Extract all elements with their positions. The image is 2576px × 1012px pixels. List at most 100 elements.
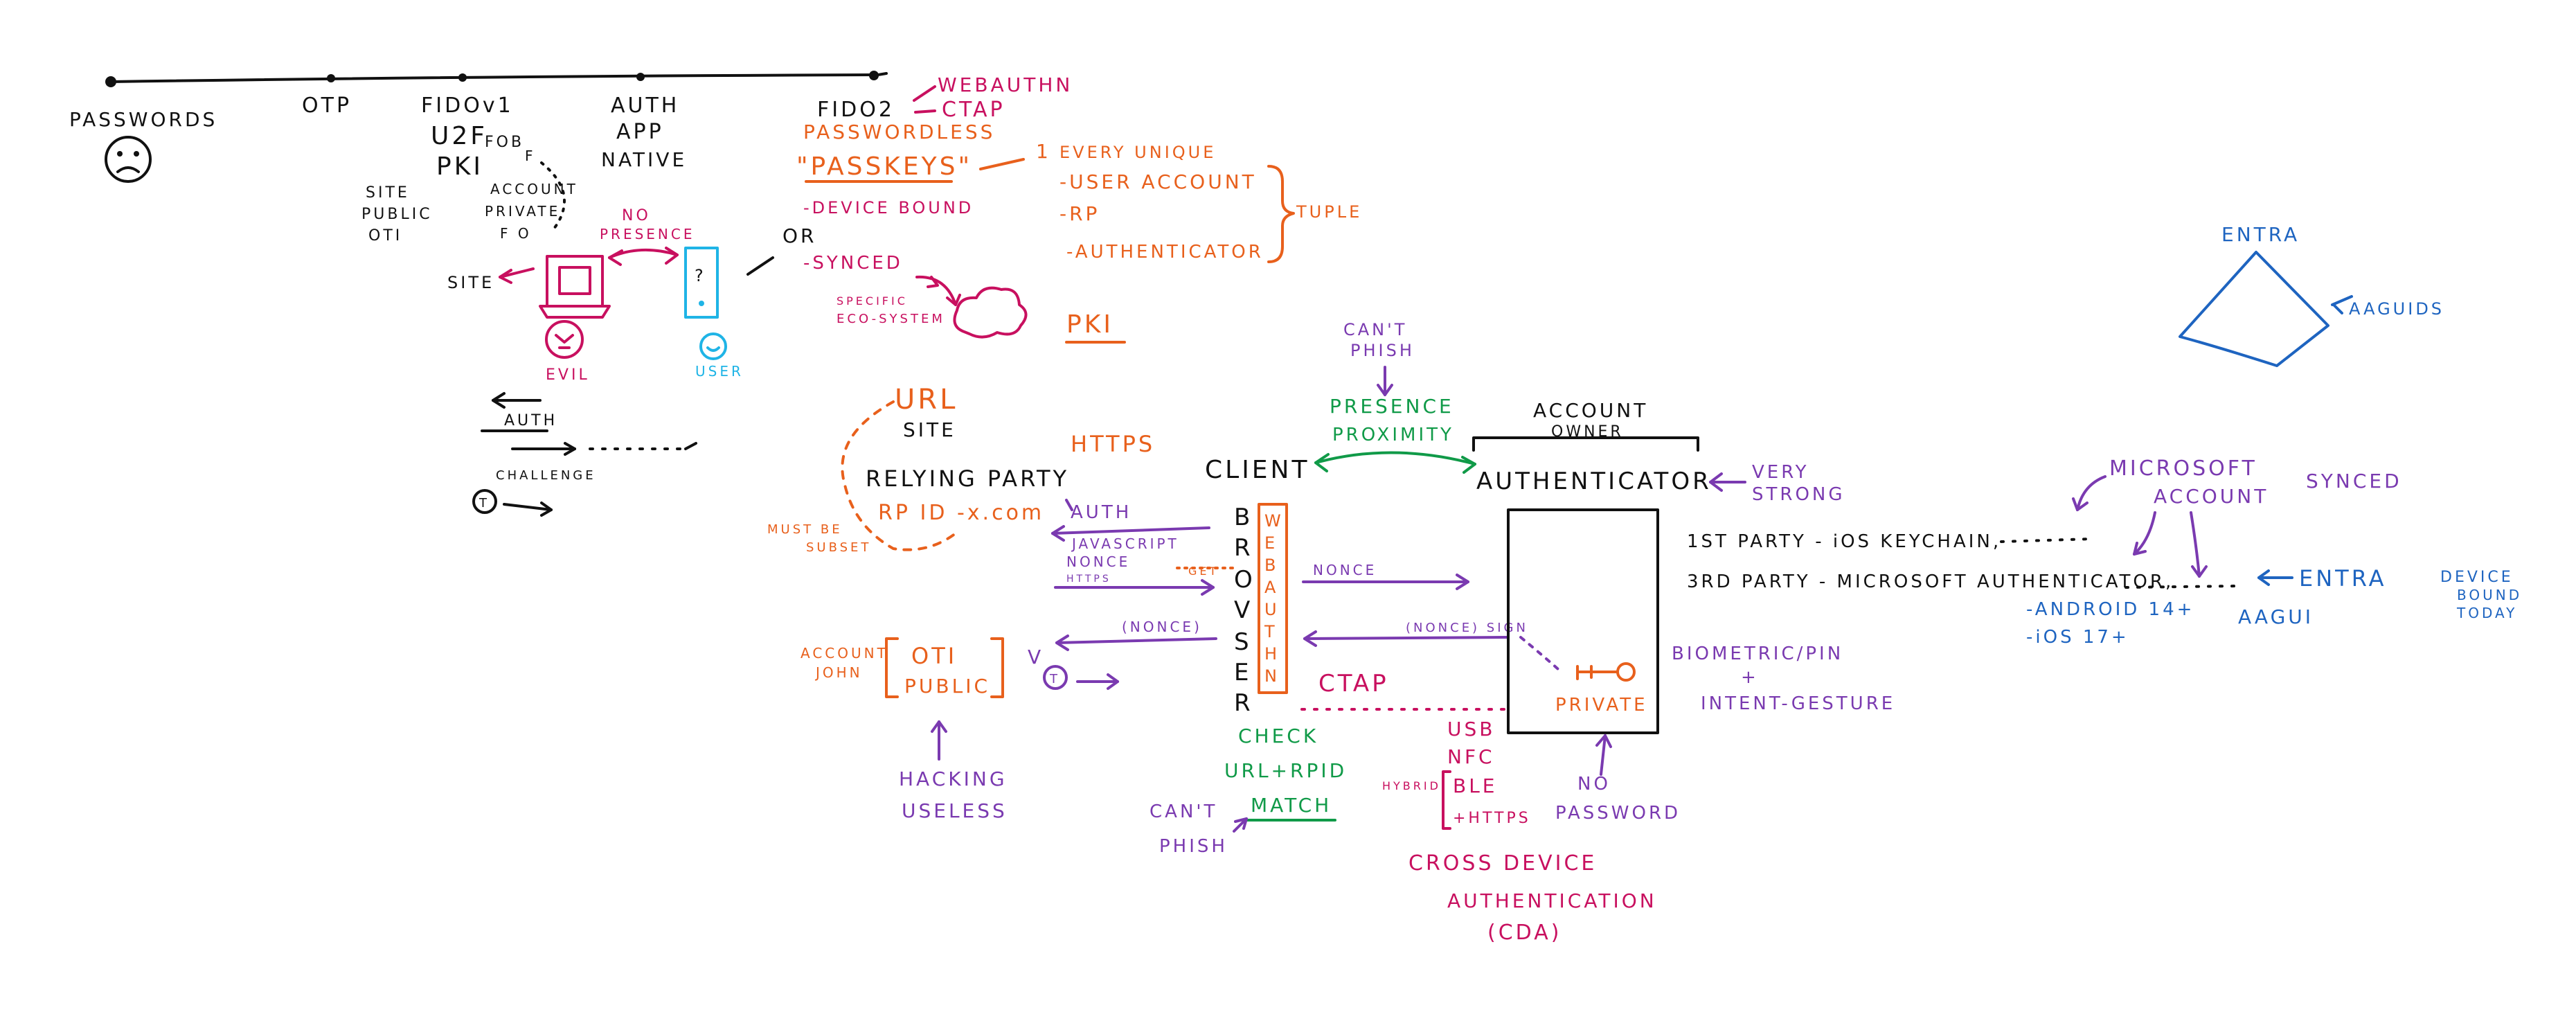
- label-private: PRIVATE: [1555, 695, 1648, 716]
- label-nonce-1: NONCE: [1066, 553, 1130, 570]
- label-no-presence-1: NO: [622, 207, 651, 224]
- right-panel: 1ST PARTY - iOS KEYCHAIN, 3RD PARTY - MI…: [1687, 223, 2522, 648]
- label-aagui: AAGUI: [2238, 605, 2314, 628]
- cloud-icon: [953, 286, 1028, 339]
- label-nonce-3: (NONCE): [1122, 619, 1202, 635]
- webauthn-letters: W E B A U T H N: [1264, 511, 1284, 686]
- label-t-mark: T: [1049, 672, 1060, 686]
- label-synced-right: SYNCED: [2306, 470, 2402, 492]
- label-entra-top: ENTRA: [2221, 223, 2300, 246]
- label-ios: -iOS 17+: [2026, 627, 2129, 648]
- label-get: GET: [1188, 565, 1219, 578]
- label-account-private-1: ACCOUNT: [490, 181, 578, 197]
- key-icon: [1576, 662, 1636, 682]
- label-pki: PKI: [436, 152, 483, 181]
- label-url: URL: [895, 384, 958, 416]
- browser-letter: S: [1234, 628, 1252, 656]
- label-url-rpid: URL+RPID: [1224, 759, 1347, 782]
- label-otp: OTP: [302, 94, 352, 118]
- label-account-owner-1: ACCOUNT: [1533, 399, 1648, 422]
- label-passwordless: PASSWORDLESS: [803, 121, 995, 143]
- browser-letter: V: [1234, 596, 1253, 624]
- timeline-dot-passwords: [105, 76, 116, 87]
- label-javascript: JAVASCRIPT: [1071, 535, 1179, 552]
- label-ecosystem-1: SPECIFIC: [837, 294, 908, 308]
- label-evil: EVIL: [546, 366, 590, 384]
- label-account-john-1: ACCOUNT: [800, 645, 888, 662]
- label-rp: -RP: [1059, 202, 1100, 225]
- label-ms-account-1: MICROSOFT: [2109, 456, 2257, 481]
- label-presence: PRESENCE: [1330, 395, 1454, 418]
- label-no-presence-2: PRESENCE: [600, 226, 695, 242]
- phone-icon: ?: [684, 247, 719, 319]
- label-nonce-sign: (NONCE) SIGN: [1406, 621, 1528, 635]
- label-device-bound-2: BOUND: [2457, 587, 2522, 603]
- label-device-bound-3: TODAY: [2456, 605, 2517, 621]
- label-cant-phish-bottom-1: CAN'T: [1150, 801, 1217, 822]
- label-account-john-2: JOHN: [814, 664, 863, 681]
- webauthn-letter: T: [1264, 622, 1278, 641]
- webauthn-box: [1258, 503, 1288, 694]
- label-ecosystem-2: ECO-SYSTEM: [837, 312, 945, 326]
- label-nonce-2: NONCE: [1313, 562, 1377, 578]
- label-no-password-1: NO: [1577, 774, 1611, 794]
- label-passwords: PASSWORDS: [69, 108, 217, 131]
- browser-letters: B R O V S E R: [1234, 504, 1255, 717]
- label-account-private-3: F O: [500, 225, 532, 242]
- label-very-strong-2: STRONG: [1752, 484, 1845, 505]
- label-public: PUBLIC: [904, 675, 990, 698]
- label-hacking: HACKING: [899, 767, 1008, 790]
- label-site-public-1: SITE: [366, 184, 410, 202]
- browser-letter: E: [1234, 659, 1251, 686]
- label-plus: +: [1741, 667, 1759, 688]
- webauthn-letter: N: [1264, 666, 1280, 686]
- label-cant-phish-top-2: PHISH: [1350, 341, 1415, 360]
- label-intent: INTENT-GESTURE: [1701, 693, 1895, 714]
- label-ms-account-2: ACCOUNT: [2154, 485, 2269, 508]
- label-ctap-top: CTAP: [942, 98, 1005, 122]
- label-nfc: NFC: [1447, 745, 1495, 768]
- label-very-strong-1: VERY: [1752, 462, 1809, 483]
- webauthn-letter: A: [1264, 578, 1278, 597]
- webauthn-letter: H: [1264, 644, 1280, 664]
- user-face-icon: [699, 332, 727, 360]
- label-https-transport: +HTTPS: [1453, 810, 1531, 827]
- label-fido1: FIDOv1: [421, 94, 514, 118]
- authenticator-device: [1507, 508, 1659, 734]
- label-pki-passkeys: PKI: [1066, 310, 1113, 339]
- label-usb: USB: [1447, 718, 1495, 740]
- label-proximity: PROXIMITY: [1332, 425, 1454, 445]
- label-v-mark: V: [1028, 646, 1044, 668]
- webauthn-letter: W: [1264, 511, 1284, 531]
- entra-shape: [2179, 251, 2329, 367]
- label-rp-id: RP ID -x.com: [878, 501, 1044, 525]
- label-passkeys: "PASSKEYS": [796, 152, 972, 181]
- label-https: HTTPS: [1071, 431, 1155, 457]
- laptop-icon: [539, 255, 611, 319]
- time-icon: [472, 489, 497, 514]
- svg-text:?: ?: [695, 266, 706, 285]
- label-biometric: BIOMETRIC/PIN: [1672, 643, 1843, 664]
- evil-face-icon: [545, 320, 584, 359]
- label-ctap-main: CTAP: [1318, 670, 1389, 698]
- label-one: 1: [1036, 140, 1051, 163]
- label-cant-phish-bottom-2: PHISH: [1159, 836, 1228, 857]
- label-device-bound: -DEVICE BOUND: [803, 198, 974, 218]
- label-challenge: CHALLENGE: [496, 468, 596, 483]
- label-site-flow: SITE: [903, 418, 956, 441]
- label-auth-app-1: AUTH: [611, 94, 679, 118]
- label-u2f: U2F: [431, 122, 488, 150]
- webauthn-letter: B: [1264, 556, 1278, 575]
- label-match: MATCH: [1251, 794, 1332, 817]
- browser-letter: O: [1234, 566, 1255, 594]
- label-site-public-2: PUBLIC: [361, 206, 433, 223]
- label-auth-app-2: APP: [616, 120, 664, 144]
- label-cant-phish-top-1: CAN'T: [1343, 320, 1407, 339]
- label-synced: -SYNCED: [803, 253, 903, 274]
- timeline-dot-otp: [327, 74, 335, 82]
- label-user-account: -USER ACCOUNT: [1059, 170, 1257, 193]
- webauthn-letter: U: [1264, 600, 1280, 619]
- label-useless: USELESS: [902, 799, 1008, 822]
- label-auth-fido1: AUTH: [504, 412, 557, 429]
- label-authenticator-main: AUTHENTICATOR: [1476, 468, 1712, 495]
